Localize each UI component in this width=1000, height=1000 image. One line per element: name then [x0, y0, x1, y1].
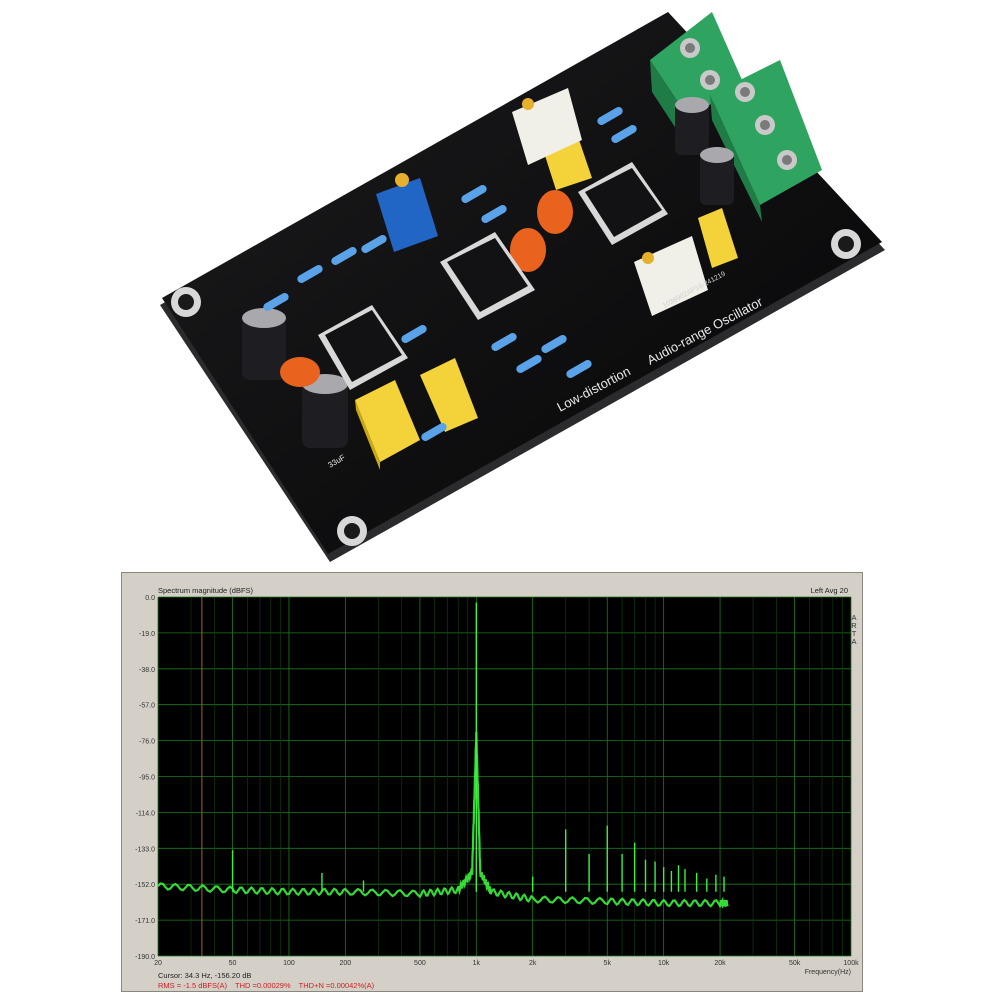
x-tick-label: 50 — [229, 960, 237, 967]
y-tick-label: -190.0 — [135, 954, 155, 961]
axis-letter-t: T — [851, 629, 857, 638]
y-tick-label: -171.0 — [135, 918, 155, 925]
spectrum-analyzer-window: Spectrum magnitude (dBFS) Left Avg 20 0.… — [121, 572, 863, 992]
y-tick-label: -95.0 — [139, 775, 155, 782]
mounting-holes — [171, 229, 861, 546]
pcb-photo: Low-distortion Audio-range Oscillator 10… — [160, 12, 885, 562]
plot-title: Spectrum magnitude (dBFS) — [158, 586, 254, 595]
x-tick-label: 5k — [604, 960, 612, 967]
y-tick-label: -114.0 — [136, 810, 155, 817]
resistors — [263, 107, 637, 441]
rms-readout: RMS = -1.5 dBFS(A) — [158, 981, 227, 990]
spectrum-chart: 0.0 -19.0 -38.0 -57.0 -76.0 -95.0 -114.0 -133.0… — [135, 595, 859, 976]
axis-letter-a1: A — [851, 613, 857, 622]
x-tick-label: 200 — [340, 960, 352, 967]
opamp-chip-1 — [318, 305, 408, 390]
x-tick-label: 1k — [473, 960, 481, 967]
screw-terminal-2 — [710, 60, 822, 222]
blue-trimmer-pot — [376, 173, 438, 252]
x-tick-label: 50k — [789, 960, 801, 967]
x-tick-label: 20 — [154, 960, 162, 967]
x-tick-label: 500 — [414, 960, 426, 967]
x-tick-label: 10k — [658, 960, 670, 967]
y-tick-label: -19.0 — [139, 631, 155, 638]
opamp-chip-2 — [440, 232, 535, 320]
y-tick-label: 0.0 — [145, 595, 155, 602]
thdn-readout: THD+N =0.00042%(A) — [298, 981, 375, 990]
x-tick-label: 100k — [843, 960, 859, 967]
y-tick-label: -57.0 — [139, 703, 155, 710]
cursor-readout: Cursor: 34.3 Hz, -156.20 dB — [158, 971, 252, 980]
axis-letter-r: R — [851, 621, 857, 630]
opamp-chip-3 — [578, 162, 668, 245]
axis-letter-a2: A — [851, 637, 857, 646]
x-tick-label: 100 — [283, 960, 295, 967]
y-tick-label: -38.0 — [139, 667, 155, 674]
y-tick-label: -76.0 — [139, 739, 155, 746]
ceramic-capacitors — [280, 190, 573, 387]
x-tick-label: 2k — [529, 960, 537, 967]
x-axis-label: Frequency(Hz) — [805, 969, 851, 976]
channel-avg-label: Left Avg 20 — [810, 586, 848, 595]
thd-readout: THD =0.00029% — [234, 981, 291, 990]
y-tick-label: -152.0 — [135, 882, 155, 889]
electrolytic-capacitors — [242, 97, 734, 448]
white-trimmer-pot-2 — [634, 236, 708, 316]
x-tick-label: 20k — [714, 960, 726, 967]
measurement-readout: RMS = -1.5 dBFS(A) THD =0.00029% THD+N =0.… — [158, 981, 382, 990]
film-capacitors — [355, 128, 738, 470]
y-tick-label: -133.0 — [135, 846, 155, 853]
white-trimmer-pot-1 — [512, 88, 582, 165]
